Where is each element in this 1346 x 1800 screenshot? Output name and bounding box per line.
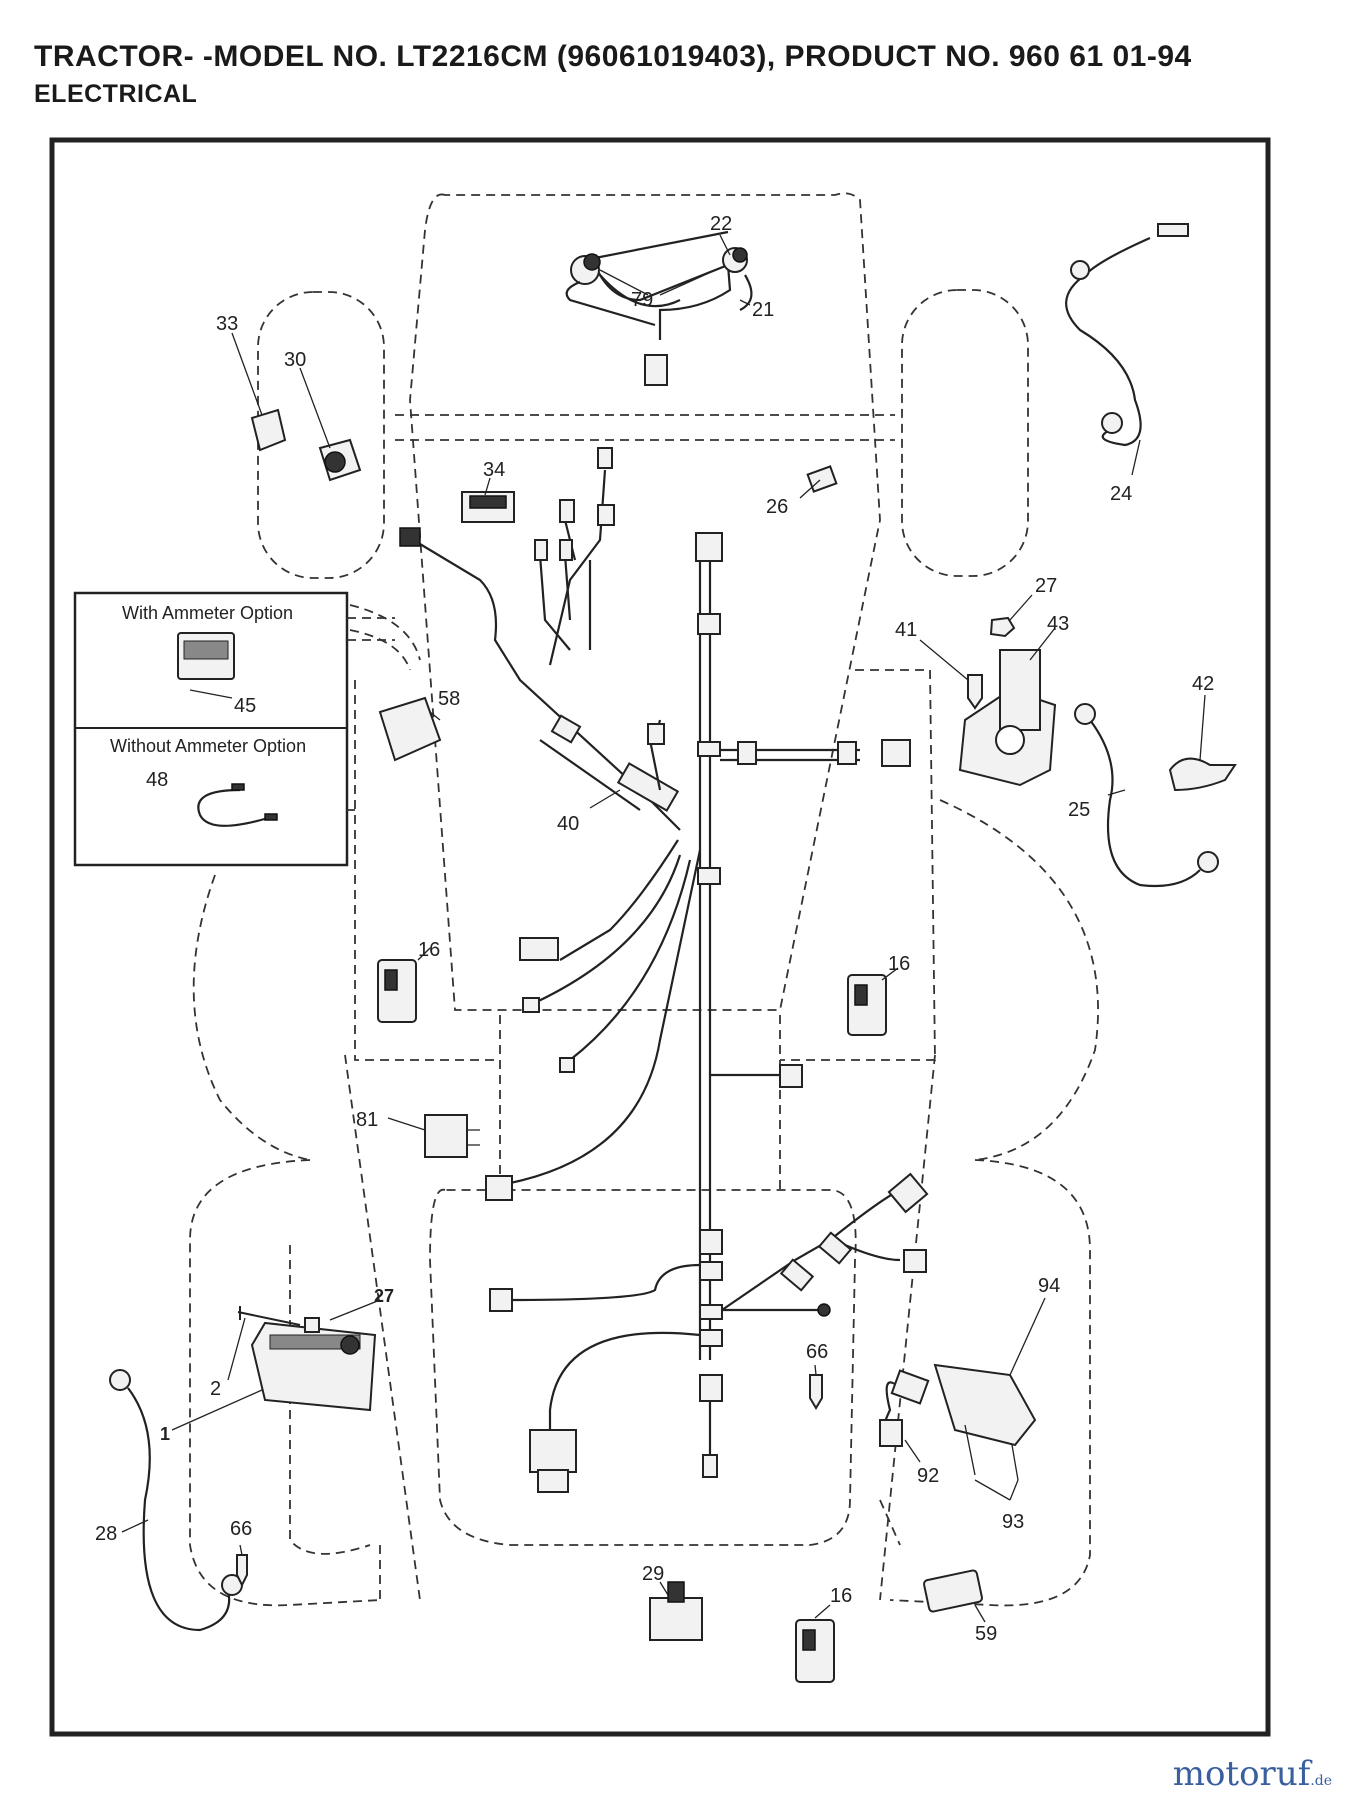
callout-41: 41 (895, 619, 917, 641)
callout-42: 42 (1192, 673, 1214, 695)
callout-30: 30 (284, 349, 306, 371)
callout-33: 33 (216, 313, 238, 335)
callout-79: 79 (631, 289, 653, 311)
callout-27b: 27 (374, 1286, 394, 1306)
callout-45: 45 (234, 695, 256, 717)
ammeter-option-box (73, 591, 395, 867)
battery (250, 1321, 377, 1412)
page-subtitle: ELECTRICAL (34, 80, 198, 108)
without-ammeter-label: Without Ammeter Option (110, 736, 306, 756)
callout-22: 22 (710, 213, 732, 235)
callout-94: 94 (1038, 1275, 1060, 1297)
callout-1: 1 (160, 1424, 170, 1444)
callout-28: 28 (95, 1523, 117, 1545)
callout-59: 59 (975, 1623, 997, 1645)
callout-43: 43 (1047, 613, 1069, 635)
ammeter-jumper-wire (197, 783, 278, 827)
callout-16a: 16 (418, 939, 440, 961)
callout-92: 92 (917, 1465, 939, 1487)
callout-21: 21 (752, 299, 774, 321)
callout-16c: 16 (830, 1585, 852, 1607)
main-wiring-harness (399, 447, 929, 1493)
callout-25: 25 (1068, 799, 1090, 821)
callout-29: 29 (642, 1563, 664, 1585)
callout-2: 2 (210, 1378, 221, 1400)
callout-24: 24 (1110, 483, 1132, 505)
callout-16b: 16 (888, 953, 910, 975)
page-title: TRACTOR- -MODEL NO. LT2216CM (9606101940… (34, 40, 1192, 73)
callout-93: 93 (1002, 1511, 1024, 1533)
ammeter-gauge (177, 632, 235, 699)
headlight-harness (565, 230, 753, 386)
callout-81: 81 (356, 1109, 378, 1131)
callout-58: 58 (438, 688, 460, 710)
parts (109, 223, 1237, 1683)
tractor-outline (189, 192, 1099, 1607)
callout-40: 40 (557, 813, 579, 835)
callout-26: 26 (766, 496, 788, 518)
callout-66b: 66 (806, 1341, 828, 1363)
watermark-logo: motoruf.de (1172, 1754, 1332, 1794)
leader-lines (121, 234, 1206, 1623)
callout-48: 48 (146, 769, 168, 791)
callout-34: 34 (483, 459, 505, 481)
callout-27a: 27 (1035, 575, 1057, 597)
callout-66a: 66 (230, 1518, 252, 1540)
callouts: 33 30 34 22 79 21 24 26 27 41 43 42 25 5… (95, 213, 1214, 1645)
with-ammeter-label: With Ammeter Option (122, 603, 293, 623)
diagram-frame (49, 137, 1271, 1737)
